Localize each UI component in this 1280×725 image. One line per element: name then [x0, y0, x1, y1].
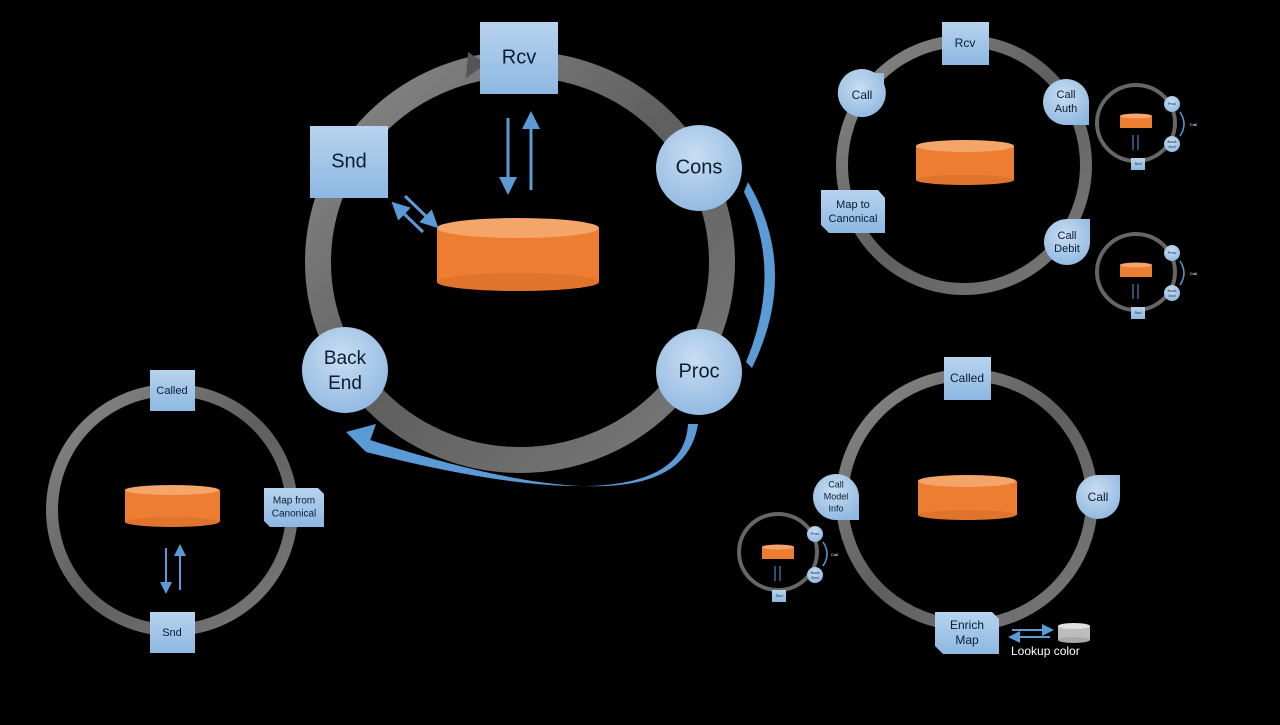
bottom-left-snd-label: Snd	[162, 627, 182, 639]
snd-label: Snd	[331, 150, 367, 172]
bottom-left-cycle: Called Map from Canonical Snd	[46, 370, 324, 653]
call-auth-label-2: Auth	[1055, 103, 1078, 115]
enrich-label-2: Map	[955, 633, 979, 647]
mini1-call-label: Call	[1190, 122, 1197, 127]
rcv-label: Rcv	[502, 46, 536, 68]
mini3-back-label-2: End	[811, 575, 818, 580]
bottom-right-call-label: Call	[1088, 490, 1109, 504]
top-right-call-node: Call	[837, 69, 886, 118]
proc-node: Proc	[656, 329, 742, 415]
mini3-snd-label: Snd	[775, 593, 782, 598]
mini1-snd-label: Snd	[1134, 161, 1141, 166]
mini-cycle-3: Proc Back End Snd Call	[737, 512, 838, 602]
mini2-back-label-1: Back	[1168, 288, 1177, 293]
back-end-label-2: End	[328, 373, 362, 394]
main-database-icon	[437, 218, 599, 291]
mini-cycle-1: Proc Back End Snd Call	[1095, 83, 1197, 170]
map-from-canonical-box: Map from Canonical	[264, 488, 324, 527]
back-end-node: Back End	[302, 327, 388, 413]
top-right-call-label: Call	[852, 88, 873, 102]
main-cycle: Rcv Snd Cons Proc Back End	[302, 22, 776, 487]
call-auth-node: Call Auth	[1043, 79, 1089, 125]
mini1-proc-label: Proc	[1168, 101, 1176, 106]
bottom-left-called-box: Called	[150, 370, 195, 411]
mini3-proc-label: Proc	[811, 531, 819, 536]
mini2-proc-label: Proc	[1168, 250, 1176, 255]
bottom-right-database-icon	[918, 475, 1017, 520]
mini2-back-label-2: End	[1168, 293, 1175, 298]
bottom-left-called-label: Called	[156, 385, 187, 397]
rcv-box: Rcv	[480, 22, 558, 94]
top-right-database-icon	[916, 140, 1014, 185]
cons-label: Cons	[676, 156, 723, 178]
bottom-right-cycle: Called Call Call Model Info Enrich Map L…	[813, 357, 1120, 658]
proc-label: Proc	[678, 360, 719, 382]
map-to-label-1: Map to	[836, 199, 870, 211]
call-auth-label-1: Call	[1057, 89, 1076, 101]
call-model-label-2: Model	[824, 491, 849, 501]
top-right-rcv-label: Rcv	[955, 36, 976, 50]
enrich-label-1: Enrich	[950, 618, 984, 632]
mini2-call-label: Call	[1190, 271, 1197, 276]
call-model-label-1: Call	[828, 479, 844, 489]
snd-arrow-in	[403, 194, 439, 229]
call-debit-node: Call Debit	[1044, 219, 1090, 265]
call-model-label-3: Info	[828, 503, 843, 513]
top-right-rcv-box: Rcv	[942, 22, 989, 65]
map-from-label-2: Canonical	[272, 509, 316, 520]
cons-node: Cons	[656, 125, 742, 211]
back-end-label-1: Back	[324, 348, 367, 369]
top-right-cycle: Rcv Call Call Auth Map to Canonical Call…	[821, 22, 1092, 295]
mini3-back-label-1: Back	[811, 570, 820, 575]
bottom-right-call-node: Call	[1076, 475, 1120, 519]
bottom-right-called-box: Called	[944, 357, 991, 400]
bottom-right-called-label: Called	[950, 371, 984, 385]
map-to-canonical-box: Map to Canonical	[821, 190, 885, 233]
call-model-info-node: Call Model Info	[813, 474, 859, 520]
snd-arrow-out	[391, 201, 425, 234]
map-from-label-1: Map from	[273, 496, 315, 507]
call-debit-label-2: Debit	[1054, 243, 1080, 255]
lookup-database-icon	[1058, 623, 1090, 643]
cons-to-proc-arrow	[744, 182, 776, 368]
mini2-snd-label: Snd	[1134, 310, 1141, 315]
map-to-label-2: Canonical	[829, 213, 878, 225]
mini-cycle-2: Proc Back End Snd Call	[1095, 232, 1197, 319]
bottom-left-database-icon	[125, 485, 220, 527]
snd-box: Snd	[310, 126, 388, 198]
lookup-color-label: Lookup color	[1011, 644, 1080, 658]
call-debit-label-1: Call	[1058, 230, 1077, 242]
enrich-map-box: Enrich Map	[935, 612, 999, 654]
mini1-back-label-2: End	[1168, 144, 1175, 149]
proc-to-backend-arrow	[366, 424, 698, 487]
mini1-back-label-1: Back	[1168, 139, 1177, 144]
ring-arrowhead	[466, 52, 486, 78]
bottom-left-snd-box: Snd	[150, 612, 195, 653]
backend-arrowhead	[346, 424, 376, 452]
mini3-call-label: Call	[831, 552, 838, 557]
